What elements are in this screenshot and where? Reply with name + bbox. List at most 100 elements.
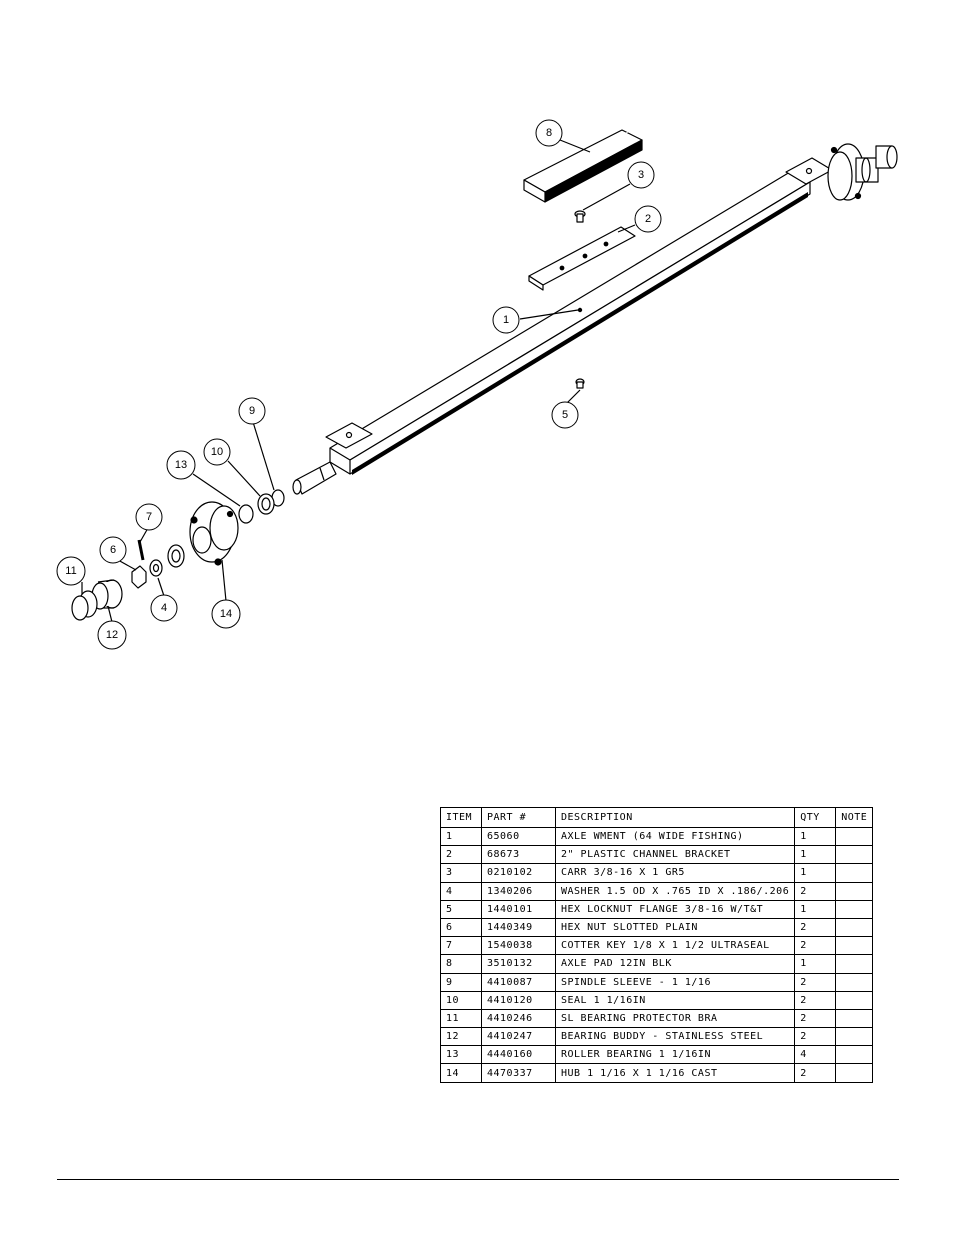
cell-qty: 1 — [794, 845, 837, 865]
cell-description: WASHER 1.5 OD X .765 ID X .186/.206 — [554, 881, 796, 901]
cell-note — [835, 1008, 874, 1029]
cell-description: SPINDLE SLEEVE - 1 1/16 — [554, 972, 796, 992]
callout-balloon-10 — [203, 438, 231, 466]
cell-item: 12 — [440, 1027, 482, 1047]
cell-item: 8 — [440, 954, 482, 974]
cell-part: 4410087 — [481, 972, 556, 992]
callout-label: 9 — [249, 405, 255, 417]
cell-description: SEAL 1 1/16IN — [554, 990, 796, 1010]
callout-label: 5 — [562, 409, 568, 421]
roller-bearing-inner — [167, 544, 185, 568]
cell-item: 13 — [440, 1045, 482, 1065]
cell-part: 0210102 — [481, 863, 556, 883]
callout-balloon-6 — [99, 536, 127, 564]
callout-label: 12 — [106, 629, 118, 641]
slotted-nut — [131, 565, 147, 589]
cell-item: 1 — [440, 826, 482, 847]
callout-balloon-2 — [634, 205, 662, 233]
channel-bracket — [528, 226, 636, 291]
cell-part: 1440349 — [481, 917, 556, 938]
cell-qty: 4 — [794, 1045, 837, 1065]
callout-balloon-11 — [56, 556, 86, 586]
cell-description: HUB 1 1/16 X 1 1/16 CAST — [554, 1063, 796, 1083]
cell-item: 7 — [440, 936, 482, 956]
cell-qty: 2 — [794, 1008, 837, 1029]
locknut — [575, 378, 585, 389]
left-spindle — [292, 461, 337, 495]
callout-balloon-7 — [135, 503, 163, 531]
cell-note — [835, 936, 874, 956]
callout-label: 11 — [65, 565, 76, 577]
callout-balloon-13 — [166, 450, 196, 480]
washer — [149, 559, 163, 577]
cell-note — [835, 881, 874, 901]
cell-note — [835, 1063, 874, 1083]
callout-balloon-3 — [627, 161, 655, 189]
cell-item: 4 — [440, 881, 482, 901]
bearing-protector — [71, 590, 98, 621]
cell-part: 4440160 — [481, 1045, 556, 1065]
cell-item: 14 — [440, 1063, 482, 1083]
cotter-key — [137, 539, 145, 561]
cell-qty: 1 — [794, 899, 837, 919]
exploded-axle-diagram: 1 2 3 4 5 6 7 8 9 10 11 12 13 14 — [56, 119, 898, 650]
table-header-row: ITEM PART # DESCRIPTION QTY NOTE — [440, 807, 874, 828]
callout-balloon-4 — [150, 594, 178, 622]
callout-balloon-8 — [535, 119, 563, 147]
cell-description: SL BEARING PROTECTOR BRA — [554, 1008, 796, 1029]
cell-item: 3 — [440, 863, 482, 883]
cell-description: AXLE WMENT (64 WIDE FISHING) — [554, 826, 796, 847]
cell-note — [835, 1027, 874, 1047]
callout-label: 10 — [211, 446, 223, 458]
cell-part: 4410246 — [481, 1008, 556, 1029]
callout-balloon-1 — [492, 306, 520, 334]
cell-note — [835, 917, 874, 938]
cell-part: 1340206 — [481, 881, 556, 901]
cell-description: 2" PLASTIC CHANNEL BRACKET — [554, 845, 796, 865]
cell-note — [835, 863, 874, 883]
cell-note — [835, 826, 874, 847]
cell-part: 4470337 — [481, 1063, 556, 1083]
cell-qty: 1 — [794, 863, 837, 883]
cell-item: 5 — [440, 899, 482, 919]
callout-label: 2 — [645, 213, 651, 225]
callout-label: 3 — [638, 169, 644, 181]
callout-label: 4 — [161, 602, 167, 614]
callout-balloon-14 — [211, 599, 241, 629]
hub — [189, 501, 239, 566]
axle-tube — [325, 157, 833, 475]
cell-part: 1540038 — [481, 936, 556, 956]
cell-part: 65060 — [481, 826, 556, 847]
cell-note — [835, 954, 874, 974]
cell-qty: 2 — [794, 917, 837, 938]
callout-balloon-9 — [238, 397, 266, 425]
cell-description: COTTER KEY 1/8 X 1 1/2 ULTRASEAL — [554, 936, 796, 956]
cell-part: 1440101 — [481, 899, 556, 919]
carriage-bolt — [574, 210, 586, 223]
callout-label: 7 — [146, 511, 152, 523]
col-item-header: ITEM — [440, 807, 482, 828]
cell-item: 2 — [440, 845, 482, 865]
callout-label: 8 — [546, 127, 552, 139]
col-description-header: DESCRIPTION — [554, 807, 796, 828]
cell-item: 9 — [440, 972, 482, 992]
col-part-header: PART # — [481, 807, 556, 828]
cell-note — [835, 845, 874, 865]
cell-qty: 2 — [794, 972, 837, 992]
cell-qty: 2 — [794, 990, 837, 1010]
cell-part: 68673 — [481, 845, 556, 865]
cell-description: AXLE PAD 12IN BLK — [554, 954, 796, 974]
cell-part: 3510132 — [481, 954, 556, 974]
col-note-header: NOTE — [835, 807, 874, 828]
